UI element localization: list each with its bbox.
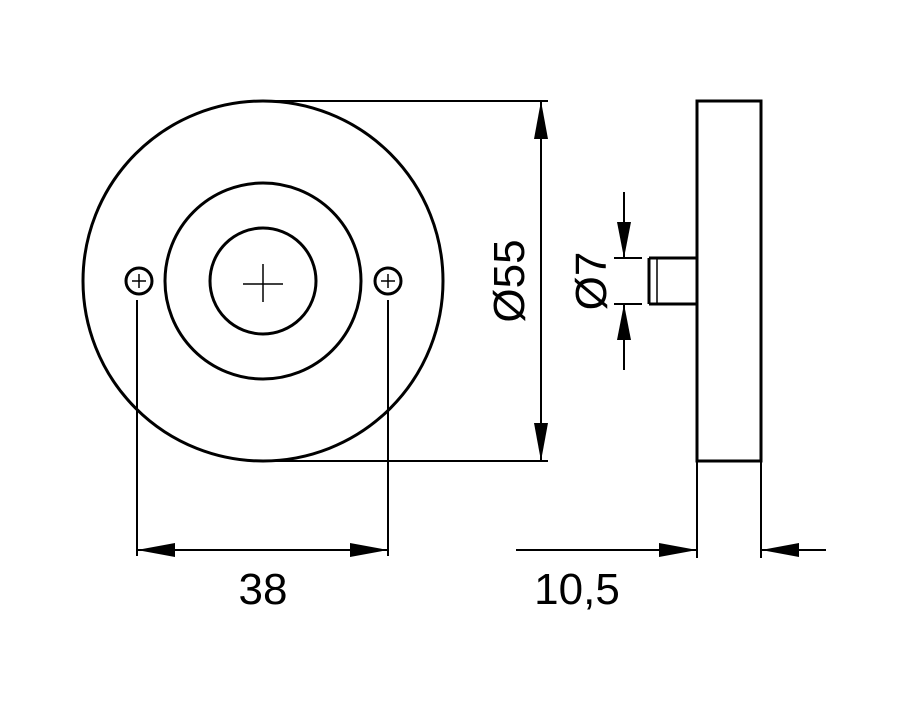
right-screw-hole [373, 266, 403, 296]
hole-spacing-dimension: 38 [136, 300, 389, 614]
thickness-label: 10,5 [534, 565, 620, 614]
thickness-dimension: 10,5 [516, 461, 826, 614]
side-view [647, 99, 763, 463]
hole-spacing-label: 38 [239, 565, 288, 614]
spindle-stub [647, 256, 697, 306]
center-bore-circle [208, 226, 318, 336]
left-screw-hole [124, 266, 154, 296]
rose-plate-profile [695, 99, 763, 463]
outer-diameter-dimension: Ø55 [263, 100, 548, 462]
center-cross [243, 264, 283, 302]
spindle-diameter-label: Ø7 [567, 252, 616, 311]
spindle-diameter-dimension: Ø7 [567, 192, 642, 370]
middle-ring-circle [163, 181, 363, 381]
outer-diameter-label: Ø55 [485, 239, 534, 322]
